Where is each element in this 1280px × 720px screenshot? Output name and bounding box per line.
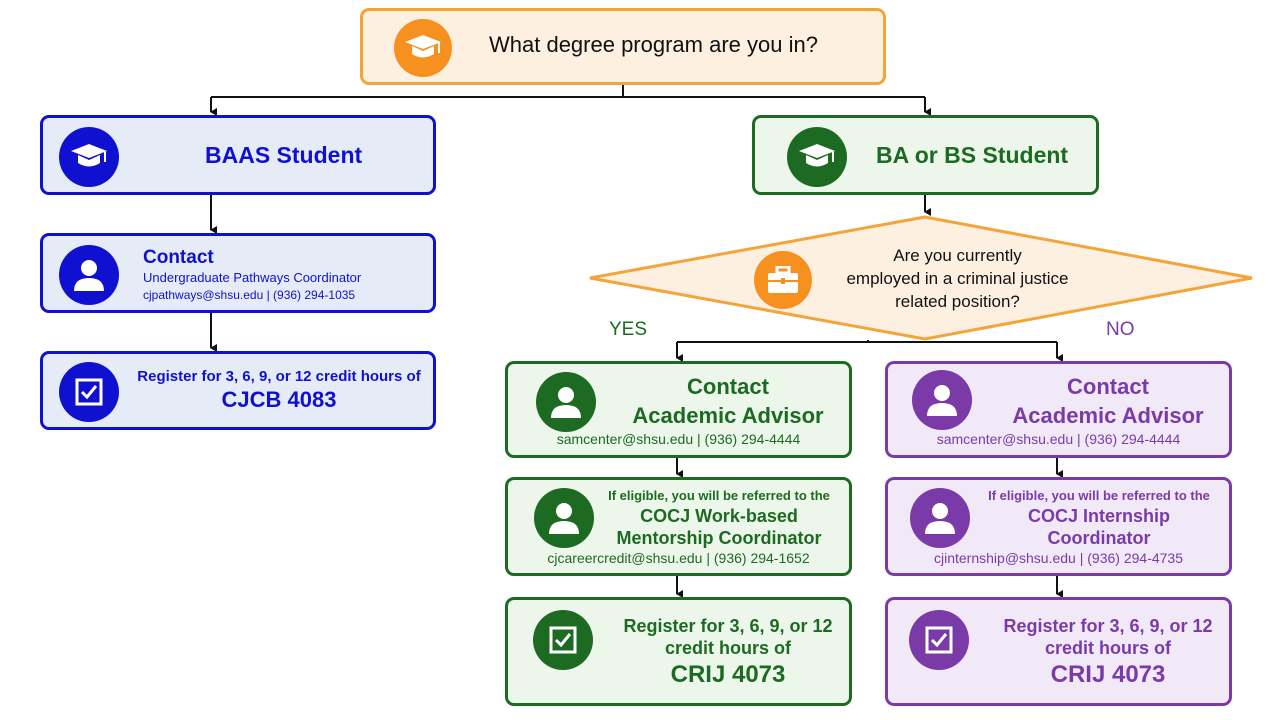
person-icon [59,245,119,305]
baas-student-box: BAAS Student [40,115,436,195]
graduation-cap-icon [394,19,452,77]
yes-referral-intro: If eligible, you will be referred to the [608,488,830,503]
yes-contact-details: samcenter@shsu.edu | (936) 294-4444 [556,431,801,447]
graduation-cap-icon [787,127,847,187]
ba-bs-student-box: BA or BS Student [752,115,1099,195]
person-icon [534,488,594,548]
contact-details: cjpathways@shsu.edu | (936) 294-1035 [143,288,356,302]
yes-referral-details: cjcareercredit@shsu.edu | (936) 294-1652 [547,550,810,566]
baas-register-box: Register for 3, 6, 9, or 12 credit hours… [40,351,436,430]
decision-text: Are you currently employed in a criminal… [820,244,1095,313]
register-text: Register for 3, 6, 9, or 12 credit hours… [137,368,421,385]
person-icon [536,372,596,432]
yes-contact-role: Academic Advisor [632,403,824,428]
no-referral-details: cjinternship@shsu.edu | (936) 294-4735 [934,550,1183,566]
checkbox-icon [533,610,593,670]
no-label: NO [1106,319,1135,340]
person-icon [910,488,970,548]
question-box: What degree program are you in? [360,8,886,85]
yes-referral-line-2: Mentorship Coordinator [616,528,822,548]
contact-heading: Contact [143,247,214,268]
no-referral-line-2: Coordinator [1047,528,1151,548]
no-register-line-1: Register for 3, 6, 9, or 12 [1003,616,1213,636]
checkbox-icon [909,610,969,670]
yes-contact-box: Contact Academic Advisor samcenter@shsu.… [505,361,852,458]
decision-line-2: employed in a criminal justice [846,269,1069,288]
yes-course-code: CRIJ 4073 [670,661,786,688]
yes-label: YES [609,319,648,340]
baas-contact-box: Contact Undergraduate Pathways Coordinat… [40,233,436,313]
no-register-line-2: credit hours of [1044,638,1171,658]
decision-line-1: Are you currently [893,246,1022,265]
yes-referral-line-1: COCJ Work-based [640,506,798,526]
person-icon [912,370,972,430]
course-code: CJCB 4083 [221,387,337,412]
contact-role: Undergraduate Pathways Coordinator [143,270,362,285]
briefcase-icon [754,251,812,309]
no-referral-box: If eligible, you will be referred to the… [885,477,1232,576]
yes-register-line-2: credit hours of [664,638,791,658]
ba-bs-title: BA or BS Student [876,142,1069,168]
yes-contact-heading: Contact [687,374,769,399]
no-contact-details: samcenter@shsu.edu | (936) 294-4444 [936,431,1181,447]
checkbox-icon [59,362,119,422]
yes-register-line-1: Register for 3, 6, 9, or 12 [623,616,833,636]
yes-referral-box: If eligible, you will be referred to the… [505,477,852,576]
baas-title: BAAS Student [205,142,363,168]
decision-diamond [589,215,1253,341]
yes-register-box: Register for 3, 6, 9, or 12 credit hours… [505,597,852,706]
no-contact-heading: Contact [1067,374,1149,399]
decision-line-3: related position? [895,292,1020,311]
no-course-code: CRIJ 4073 [1050,661,1166,688]
no-register-box: Register for 3, 6, 9, or 12 credit hours… [885,597,1232,706]
no-referral-line-1: COCJ Internship [1027,506,1170,526]
no-referral-intro: If eligible, you will be referred to the [988,488,1210,503]
no-contact-box: Contact Academic Advisor samcenter@shsu.… [885,361,1232,458]
question-text: What degree program are you in? [489,32,818,57]
no-contact-role: Academic Advisor [1012,403,1204,428]
graduation-cap-icon [59,127,119,187]
